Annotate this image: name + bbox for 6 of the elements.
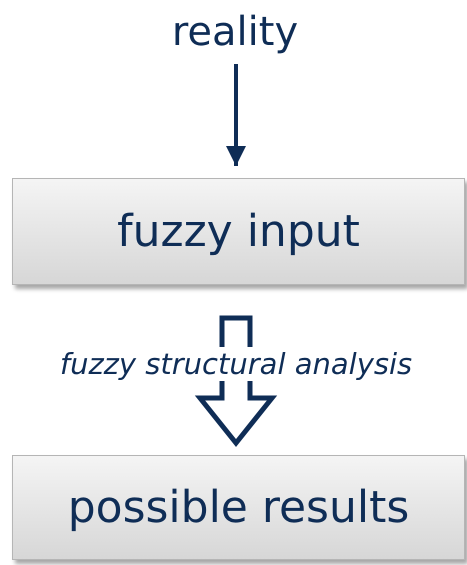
box-label: fuzzy input	[117, 206, 360, 257]
input-label: reality	[172, 9, 298, 55]
process-box	[12, 455, 465, 560]
process-box	[12, 178, 465, 285]
arrow	[226, 64, 246, 166]
box-label: possible results	[68, 482, 410, 533]
